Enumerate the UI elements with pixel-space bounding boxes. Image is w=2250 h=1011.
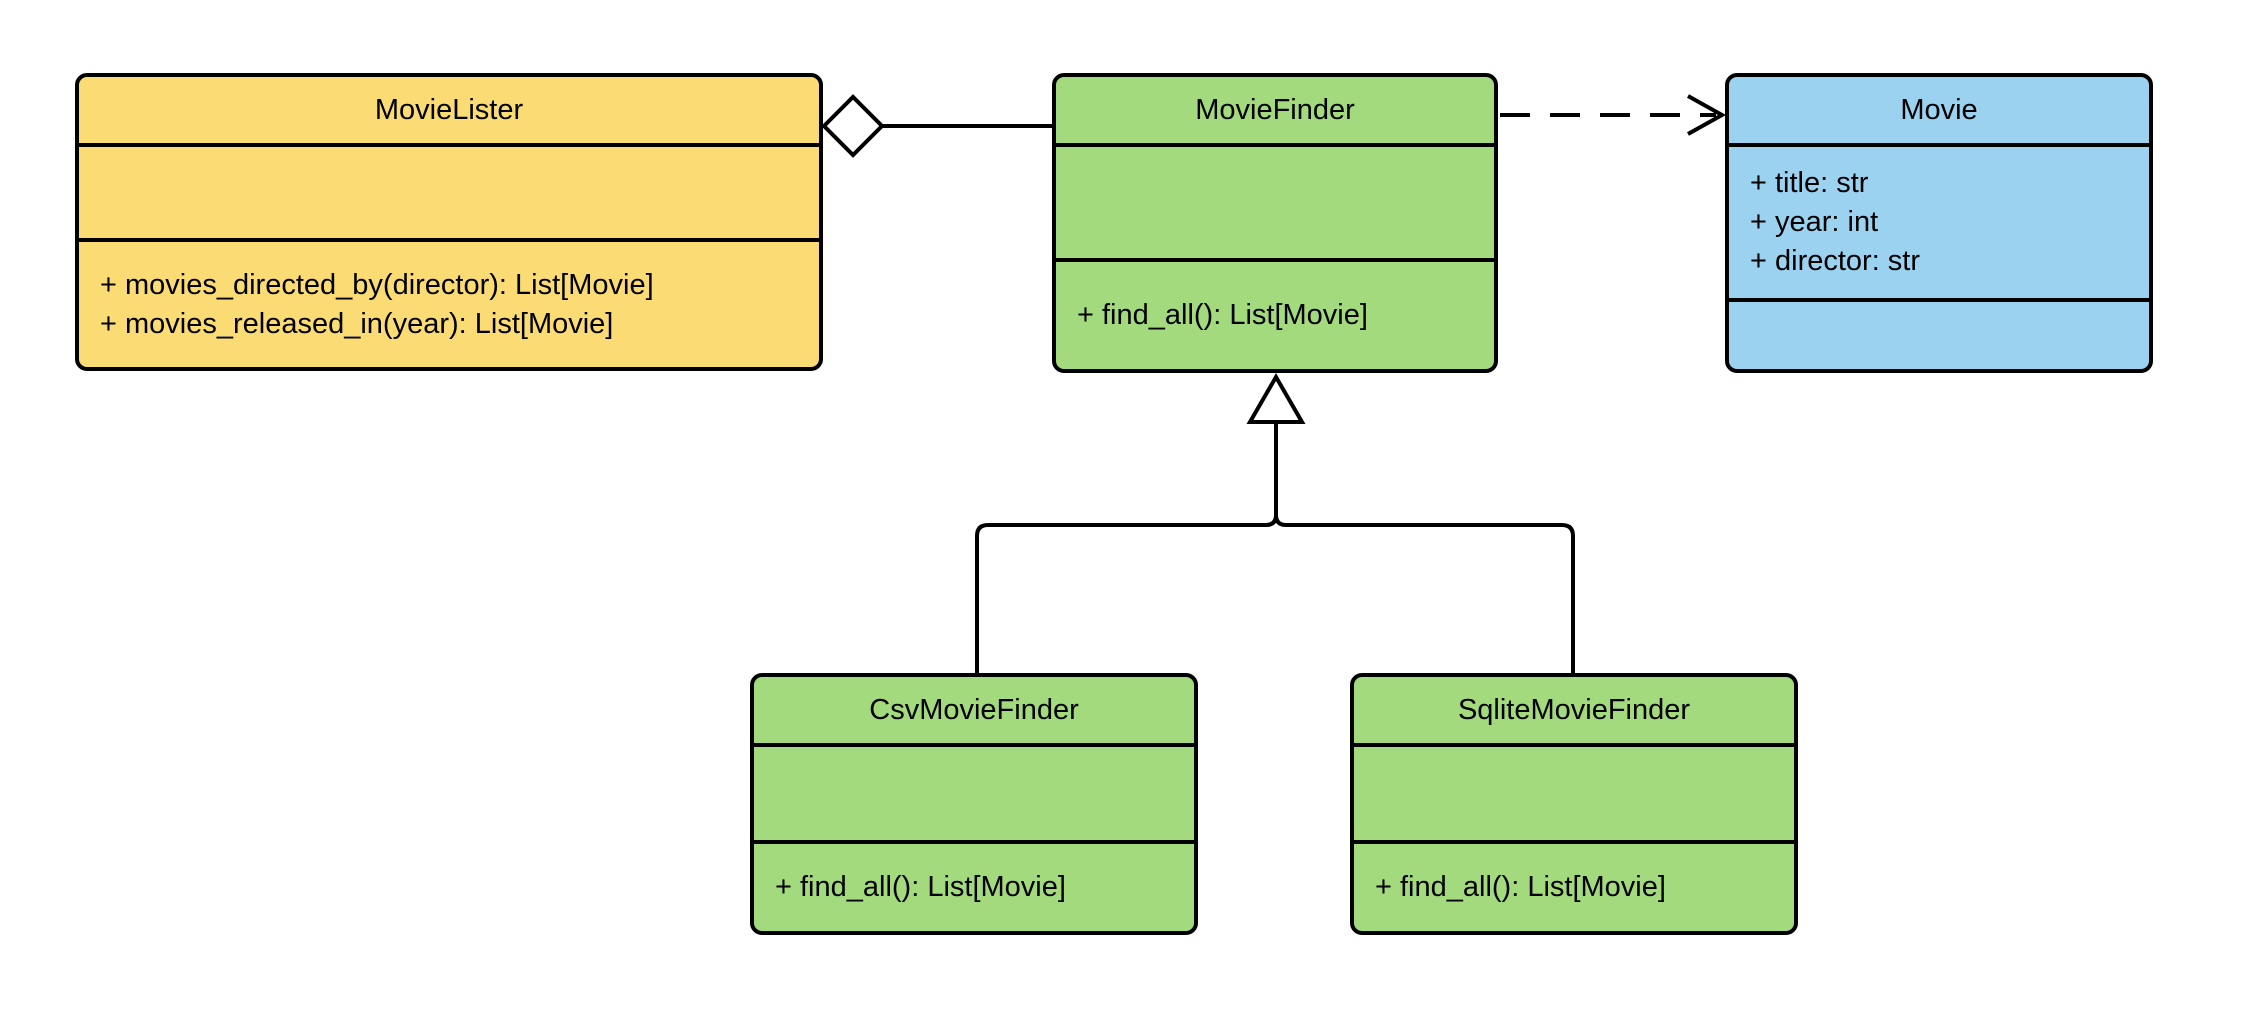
class-movie-attributes: + title: str + year: int + director: str: [1729, 143, 2149, 298]
class-movie: Movie + title: str + year: int + directo…: [1725, 73, 2153, 373]
dependency-arrowhead-icon: [1687, 94, 1727, 136]
class-sqlitemoviefinder: SqliteMovieFinder + find_all(): List[Mov…: [1350, 673, 1798, 935]
attribute-line: + director: str: [1750, 245, 1921, 277]
class-movielister: MovieLister + movies_directed_by(directo…: [75, 73, 823, 371]
aggregation-connector-movielister-moviefinder: [821, 94, 1054, 158]
inheritance-triangle-icon: [1246, 373, 1306, 424]
method-line: + find_all(): List[Movie]: [1375, 871, 1666, 903]
class-csvmoviefinder-methods: + find_all(): List[Movie]: [754, 840, 1194, 931]
class-sqlitemoviefinder-attributes: [1354, 743, 1794, 840]
aggregation-diamond-icon: [821, 94, 885, 158]
dependency-connector-moviefinder-movie: [1500, 94, 1727, 136]
attribute-line: + title: str: [1750, 167, 1869, 199]
class-moviefinder-attributes: [1056, 143, 1494, 258]
class-moviefinder-title: MovieFinder: [1195, 93, 1355, 126]
method-line: + find_all(): List[Movie]: [775, 871, 1066, 903]
class-movielister-methods: + movies_directed_by(director): List[Mov…: [79, 238, 819, 367]
class-movielister-title: MovieLister: [374, 93, 524, 126]
class-sqlitemoviefinder-title: SqliteMovieFinder: [1457, 693, 1691, 726]
class-csvmoviefinder-title: CsvMovieFinder: [869, 693, 1079, 726]
class-moviefinder-methods: + find_all(): List[Movie]: [1056, 258, 1494, 369]
class-sqlitemoviefinder-methods: + find_all(): List[Movie]: [1354, 840, 1794, 931]
inheritance-branch-sqlite: [1274, 514, 1575, 675]
class-movie-title: Movie: [1900, 93, 1978, 126]
method-line: + movies_directed_by(director): List[Mov…: [100, 268, 654, 301]
inheritance-branch-csv: [975, 514, 1278, 675]
class-moviefinder: MovieFinder + find_all(): List[Movie]: [1052, 73, 1498, 373]
class-movielister-attributes: [79, 143, 819, 238]
class-csvmoviefinder: CsvMovieFinder + find_all(): List[Movie]: [750, 673, 1198, 935]
attribute-line: + year: int: [1750, 206, 1879, 238]
inheritance-connector-finders-moviefinder: [975, 373, 1575, 675]
method-line: + find_all(): List[Movie]: [1077, 299, 1368, 331]
method-line: + movies_released_in(year): List[Movie]: [100, 307, 614, 340]
class-movie-methods: [1729, 298, 2149, 369]
class-csvmoviefinder-attributes: [754, 743, 1194, 840]
